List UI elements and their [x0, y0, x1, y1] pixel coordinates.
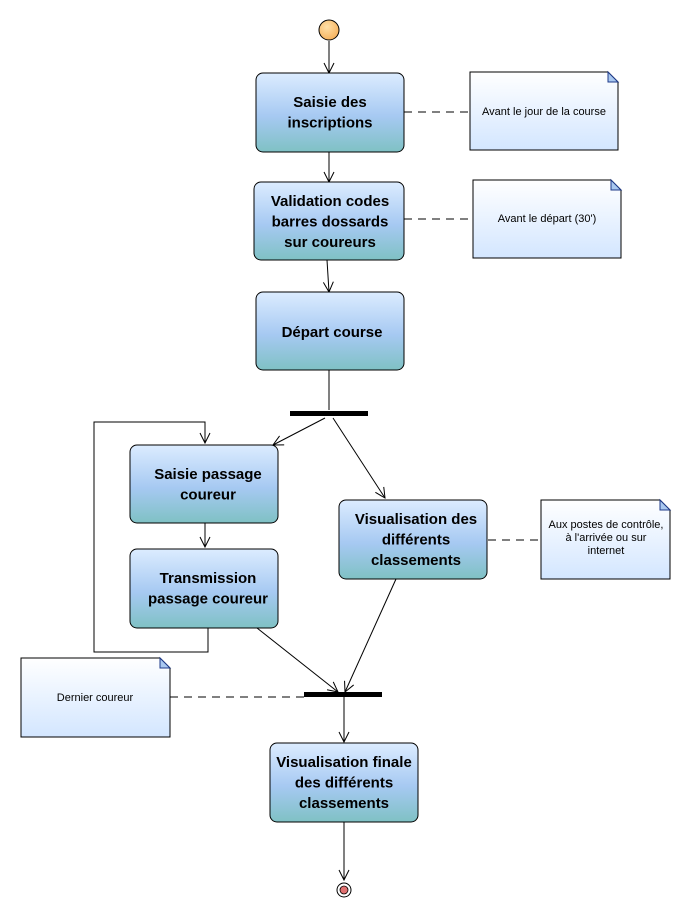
activity-label-depart-course: Départ course	[282, 324, 383, 341]
flow-loop-back	[93, 421, 208, 653]
flow-fork-to-visualisation	[332, 417, 385, 498]
note-label-avant-jour: Avant le jour de la course	[482, 106, 606, 118]
flow-visualisation-to-join	[345, 578, 397, 692]
note-shape	[469, 71, 619, 151]
note-fold	[659, 498, 672, 511]
activity-box	[253, 181, 405, 261]
note-fold	[610, 178, 623, 191]
activity-box	[255, 291, 405, 371]
fork-bar	[290, 411, 368, 416]
note-shape	[472, 179, 622, 259]
activity-box	[338, 499, 488, 580]
join-bar	[304, 692, 382, 697]
activity-box	[269, 742, 419, 823]
note-avant-depart: Avant le départ (30')	[472, 178, 623, 259]
note-fold	[607, 70, 620, 83]
note-label-avant-depart: Avant le départ (30')	[498, 213, 597, 225]
note-label-dernier-coureur: Dernier coureur	[57, 692, 134, 704]
final-node-core	[339, 885, 349, 895]
note-fold	[159, 656, 172, 669]
note-label-postes-controle: Aux postes de contrôle,à l'arrivée ou su…	[549, 519, 664, 557]
activity-depart-course: Départ course	[255, 291, 405, 371]
final-node	[336, 882, 352, 898]
flow-validation-to-depart	[327, 259, 329, 292]
note-shape	[20, 657, 171, 738]
initial-node	[318, 19, 340, 41]
activity-box	[129, 444, 279, 524]
flow-fork-to-saisie-passage	[273, 417, 326, 445]
note-anchors	[170, 111, 541, 698]
note-dernier-coureur: Dernier coureur	[20, 656, 172, 738]
note-postes-controle: Aux postes de contrôle,à l'arrivée ou su…	[540, 498, 672, 580]
flow-transmission-to-join	[256, 627, 338, 692]
activity-box	[129, 548, 279, 629]
note-avant-jour: Avant le jour de la course	[469, 70, 620, 151]
note-shape	[540, 499, 671, 580]
activity-box	[255, 72, 405, 153]
control-flows	[93, 41, 397, 880]
